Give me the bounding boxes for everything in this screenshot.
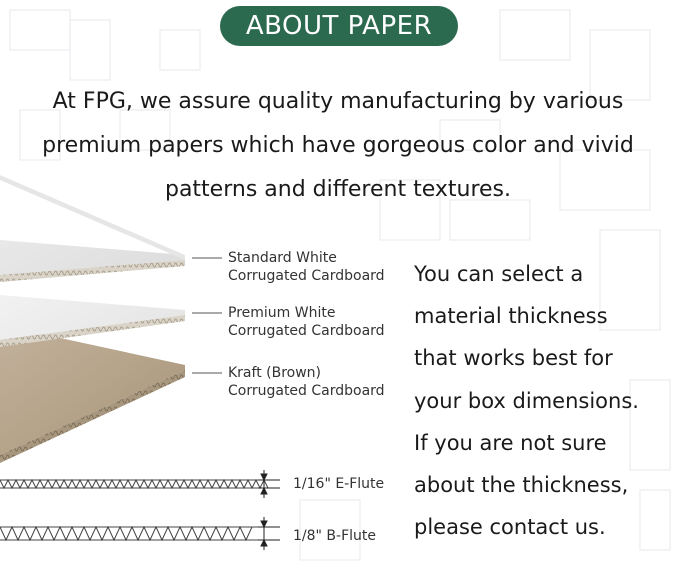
- material-type: Corrugated Cardboard: [228, 268, 385, 284]
- b-flute-label: 1/8" B-Flute: [293, 528, 376, 544]
- kraft-sheet: [0, 325, 185, 455]
- intro-line: At FPG, we assure quality manufacturing …: [52, 89, 624, 114]
- standard-white-sheet: [0, 175, 185, 275]
- guidance-line: You can select a: [414, 262, 584, 286]
- material-name: Standard White: [228, 250, 337, 266]
- material-label-kraft: Kraft (Brown) Corrugated Cardboard: [228, 364, 385, 400]
- e-flute-profile: [0, 478, 269, 490]
- guidance-line: material thickness: [414, 304, 608, 329]
- e-flute-label: 1/16" E-Flute: [293, 476, 385, 492]
- guidance-line: your box dimensions.: [414, 388, 639, 413]
- about-paper-badge: ABOUT PAPER: [220, 6, 458, 46]
- material-label-premium-white: Premium White Corrugated Cardboard: [228, 304, 385, 340]
- intro-paragraph: At FPG, we assure quality manufacturing …: [20, 80, 656, 212]
- material-name: Premium White: [228, 305, 336, 321]
- e-flute-thickness-marker: [258, 470, 280, 498]
- guidance-line: that works best for: [414, 346, 613, 371]
- intro-line: patterns and different textures.: [164, 177, 512, 202]
- material-name: Kraft (Brown): [228, 365, 322, 381]
- guidance-line: If you are not sure: [414, 430, 607, 455]
- material-label-standard-white: Standard White Corrugated Cardboard: [228, 249, 385, 285]
- b-flute-profile: [0, 525, 258, 542]
- material-type: Corrugated Cardboard: [228, 323, 385, 339]
- flute-profiles: [0, 470, 280, 550]
- cardboard-sheets-illustration: [0, 175, 222, 463]
- intro-line: premium papers which have gorgeous color…: [42, 133, 634, 158]
- premium-white-sheet: [0, 235, 185, 340]
- material-type: Corrugated Cardboard: [228, 383, 385, 399]
- thickness-guidance-text: You can select a material thickness that…: [414, 253, 676, 548]
- guidance-line: please contact us.: [414, 515, 606, 540]
- guidance-line: about the thickness,: [414, 473, 629, 498]
- b-flute-thickness-marker: [258, 517, 280, 550]
